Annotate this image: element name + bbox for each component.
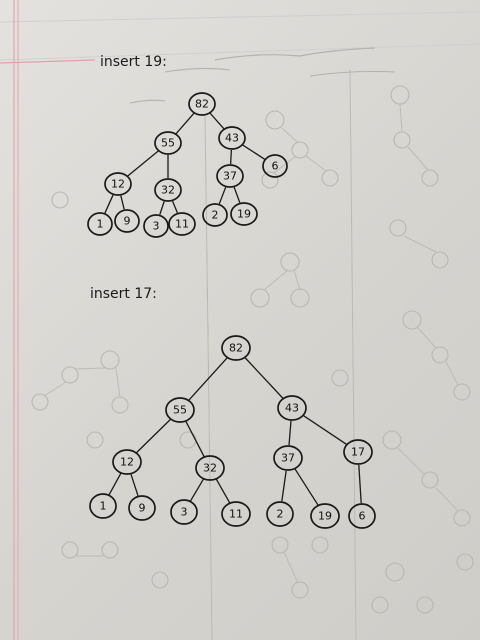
tree-node-circle xyxy=(221,501,251,527)
tree-node-circle xyxy=(277,395,307,421)
tree-edge xyxy=(190,478,204,502)
tree-node-label: 32 xyxy=(161,184,175,197)
tree-node-label: 9 xyxy=(124,215,131,228)
tree-node-circle xyxy=(168,212,196,236)
tree-node-circle xyxy=(218,126,246,150)
tree-node-circle xyxy=(170,499,198,525)
tree-edge xyxy=(130,474,139,496)
margin-line-red xyxy=(0,59,96,64)
tree-edge xyxy=(358,464,362,504)
tree-node-label: 3 xyxy=(181,506,188,519)
tree-node-label: 9 xyxy=(139,502,146,515)
tree-node-circle xyxy=(114,209,140,233)
section-1-heading: insert 19: xyxy=(100,54,167,70)
tree-edge xyxy=(185,421,205,457)
tree-node-circle xyxy=(230,202,258,226)
tree-node-label: 6 xyxy=(359,510,366,523)
tree-node-circle xyxy=(221,335,251,361)
tree-node-circle xyxy=(104,172,132,196)
tree-edge xyxy=(120,195,125,210)
tree-edge xyxy=(126,150,160,177)
tree-edge xyxy=(175,112,195,135)
tree-edge xyxy=(218,186,227,205)
tree-node-circle xyxy=(348,503,376,529)
tree-node-circle xyxy=(87,212,113,236)
tree-node-label: 6 xyxy=(272,160,279,173)
tree-node-label: 82 xyxy=(195,98,209,111)
tree-node-circle xyxy=(310,503,340,529)
tree-node-label: 12 xyxy=(120,456,134,469)
tree-node-label: 11 xyxy=(175,218,189,231)
tree-edge xyxy=(229,149,233,165)
tree-node-label: 11 xyxy=(229,508,243,521)
tree-node-label: 19 xyxy=(318,510,332,523)
tree-node-circle xyxy=(165,397,195,423)
tree-node-label: 19 xyxy=(237,208,251,221)
tree-node-circle xyxy=(216,164,244,188)
tree-node-label: 17 xyxy=(351,446,365,459)
tree-node-circle xyxy=(188,92,216,116)
tree-edge xyxy=(302,414,348,446)
tree-edge xyxy=(108,473,122,495)
tree-edge xyxy=(288,420,292,446)
tree-node-circle xyxy=(154,131,182,155)
pencil-guide-line-2 xyxy=(349,69,357,640)
tree-node-circle xyxy=(273,445,303,471)
bleed-through-ghost-marks xyxy=(31,85,474,614)
tree-edge xyxy=(209,112,225,130)
tree-edge xyxy=(294,468,319,506)
tree-node-label: 55 xyxy=(161,137,175,150)
tree-node-label: 37 xyxy=(281,452,295,465)
tree-edge xyxy=(171,200,179,214)
tree-node-circle xyxy=(202,203,228,227)
tree-node-label: 43 xyxy=(225,132,239,145)
section-2-heading: insert 17: xyxy=(90,286,157,302)
tree-node-label: 82 xyxy=(229,342,243,355)
tree-node-circle xyxy=(112,449,142,475)
tree-edge xyxy=(159,201,165,215)
tree-node-label: 55 xyxy=(173,404,187,417)
tree-edge xyxy=(188,357,228,401)
tree-edge xyxy=(104,194,114,214)
tree-node-circle xyxy=(128,495,156,521)
tree-node-label: 43 xyxy=(285,402,299,415)
tree-node-label: 2 xyxy=(277,508,284,521)
tree-node-label: 1 xyxy=(100,500,107,513)
tree-node-circle xyxy=(89,493,117,519)
faded-header-notes xyxy=(129,47,396,104)
tree-node-label: 37 xyxy=(223,170,237,183)
tree-edge xyxy=(244,357,284,399)
tree-node-label: 32 xyxy=(203,462,217,475)
tree-node-circle xyxy=(154,178,182,202)
tree-node-circle xyxy=(262,154,288,178)
tree-node-circle xyxy=(343,439,373,465)
tree-edge xyxy=(281,470,287,502)
tree-edge xyxy=(135,418,172,454)
tree-edge xyxy=(241,144,266,160)
tree-edge xyxy=(215,478,231,504)
tree-node-circle xyxy=(266,501,294,527)
tree-node-label: 2 xyxy=(212,209,219,222)
tree-node-label: 12 xyxy=(111,178,125,191)
tree-node-circle xyxy=(143,214,169,238)
tree-node-label: 3 xyxy=(153,220,160,233)
tree-edge xyxy=(233,187,241,203)
tree-node-label: 1 xyxy=(97,218,104,231)
tree-node-circle xyxy=(195,455,225,481)
